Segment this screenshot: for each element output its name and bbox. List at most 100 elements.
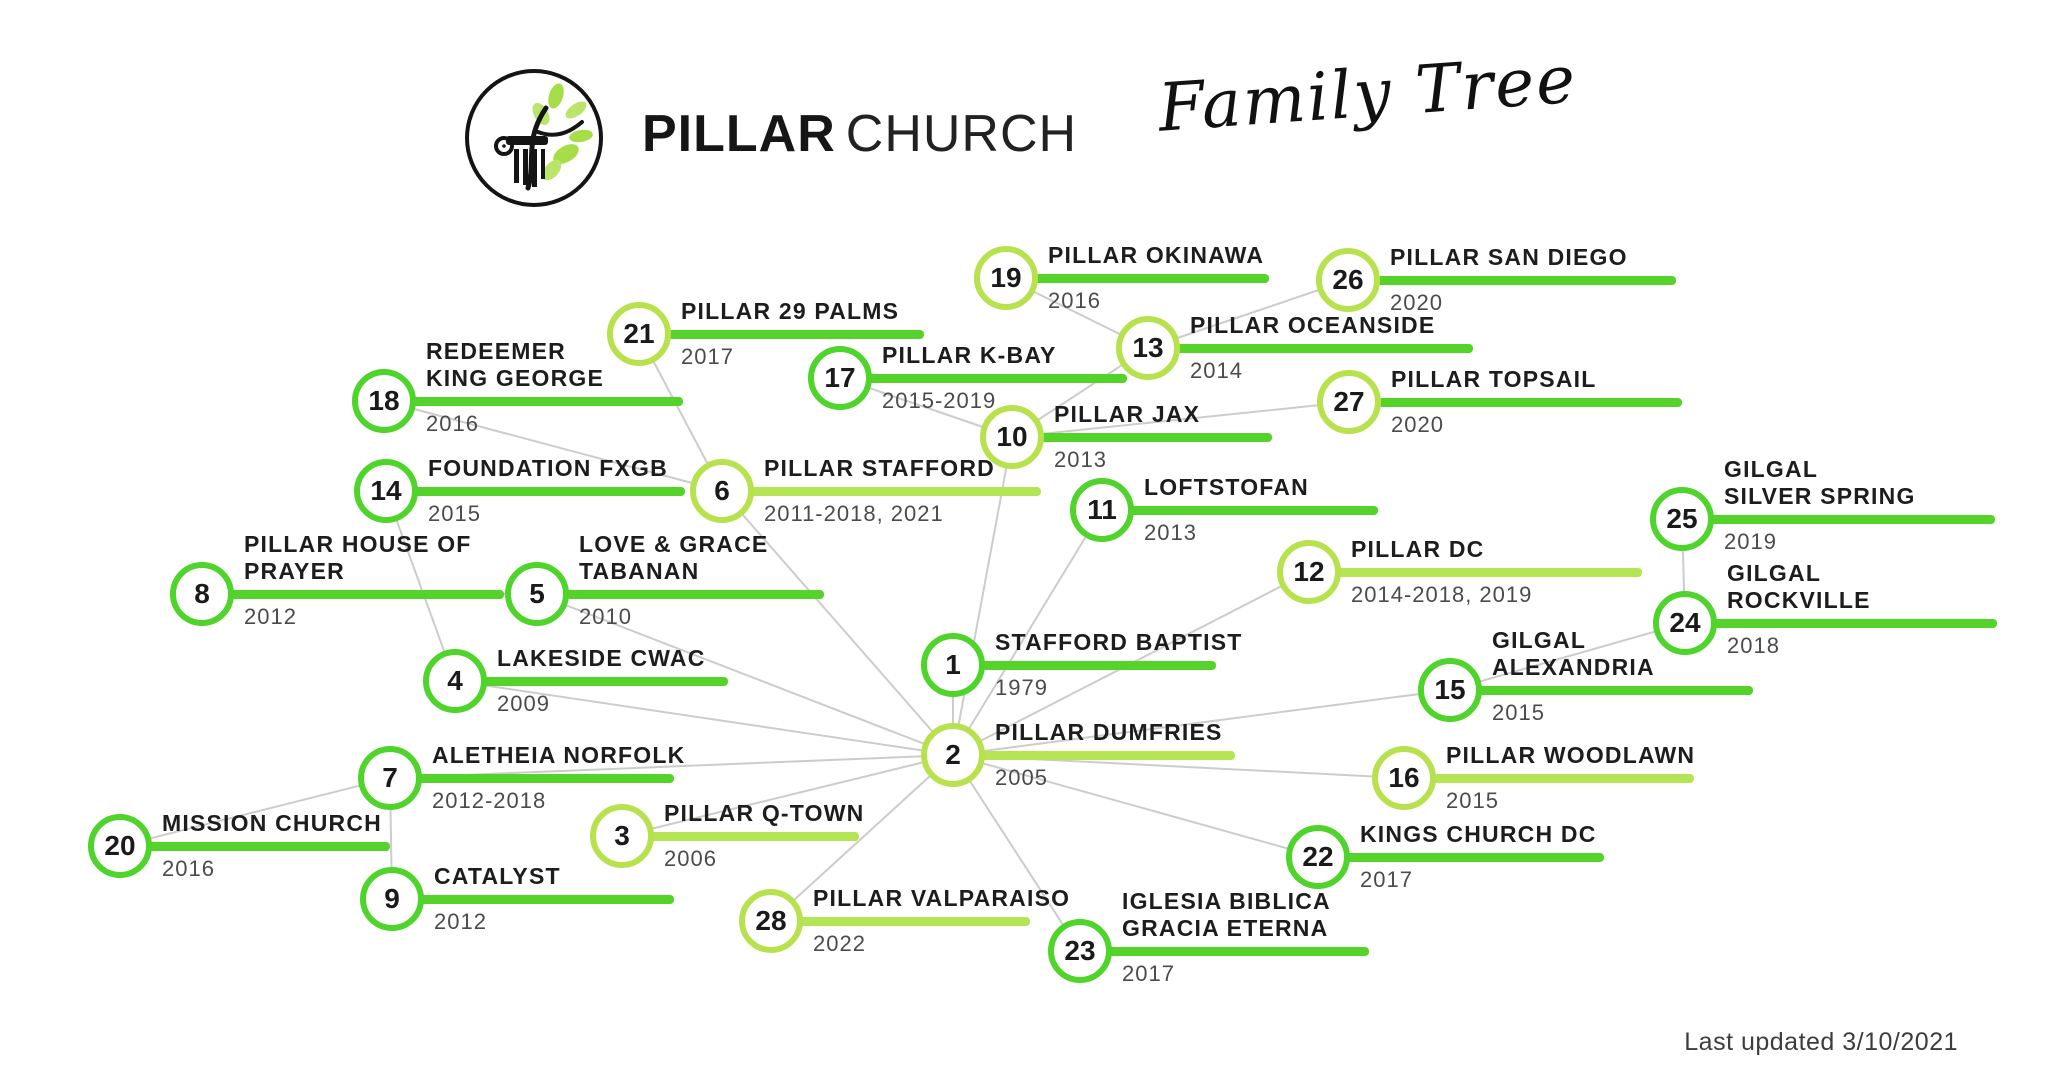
node-circle: 5: [505, 562, 569, 626]
node-number: 7: [382, 762, 398, 793]
node-circle: 17: [808, 346, 872, 410]
connector-line-2-28: [770, 754, 954, 922]
node-underline-bar: [1432, 774, 1694, 783]
node-years: 2013: [1144, 520, 1197, 545]
connector-line-2-11: [952, 509, 1103, 756]
node-church-name: PILLAR Q-TOWN: [664, 800, 865, 826]
node-church-name: PILLAR 29 PALMS: [681, 298, 900, 324]
node-number: 21: [623, 318, 655, 349]
node-church-name: PILLAR VALPARAISO: [813, 885, 1071, 911]
node-church-name: PILLAR DC: [1351, 536, 1485, 562]
node-underline-bar: [148, 842, 390, 851]
node-underline-bar: [750, 487, 1041, 496]
node-underline-bar: [565, 590, 824, 599]
node-circle: 7: [358, 746, 422, 810]
node-years: 2014-2018, 2019: [1351, 582, 1533, 607]
node-underline-bar: [418, 774, 674, 783]
node-years: 2020: [1391, 412, 1444, 437]
node-circle: 20: [88, 814, 152, 878]
brand-title-light: CHURCH: [845, 105, 1078, 163]
node-years: 2022: [813, 931, 866, 956]
node-number: 6: [714, 475, 730, 506]
connector-line-6-18: [383, 400, 723, 492]
node-number: 19: [990, 262, 1022, 293]
node-years: 2006: [664, 846, 717, 871]
node-number: 25: [1666, 503, 1698, 534]
connector-line-15-24: [1449, 622, 1686, 691]
node-underline-bar: [1337, 568, 1642, 577]
connector-line-2-23: [952, 754, 1081, 952]
node-underline-bar: [868, 374, 1127, 383]
node-years: 2016: [162, 856, 215, 881]
node-church-name: LAKESIDE CWAC: [497, 645, 706, 671]
node-church-name: LOFTSTOFAN: [1144, 474, 1309, 500]
node-church-name: PILLAR OCEANSIDE: [1190, 312, 1436, 338]
node-church-name: KINGS CHURCH DC: [1360, 821, 1597, 847]
node-years: 2015: [428, 501, 481, 526]
node-years: 2012-2018: [432, 788, 547, 813]
node-years: 2018: [1727, 633, 1780, 658]
node-underline-bar: [1710, 515, 1995, 524]
node-underline-bar: [799, 917, 1030, 926]
node-years: 2015-2019: [882, 388, 997, 413]
node-church-name: PILLAR STAFFORD: [764, 455, 995, 481]
node-years: 2016: [1048, 288, 1101, 313]
brand-title-bold: PILLAR: [642, 105, 836, 163]
node-years: 2012: [434, 909, 487, 934]
node-circle: 10: [980, 405, 1044, 469]
node-circle: 26: [1316, 248, 1380, 312]
node-number: 13: [1132, 332, 1164, 363]
node-years: 2011-2018, 2021: [764, 501, 944, 526]
node-underline-bar: [1176, 344, 1473, 353]
node-underline-bar: [981, 661, 1216, 670]
node-underline-bar: [414, 487, 685, 496]
node-circle: 22: [1286, 825, 1350, 889]
node-years: 2020: [1390, 290, 1443, 315]
node-circle: 3: [590, 804, 654, 868]
node-years: 2019: [1724, 529, 1777, 554]
node-years: 2005: [995, 765, 1048, 790]
node-circle: 16: [1372, 746, 1436, 810]
node-circle: 8: [170, 562, 234, 626]
node-years: 2009: [497, 691, 550, 716]
node-underline-bar: [1478, 686, 1753, 695]
node-underline-bar: [483, 677, 728, 686]
node-circle: 28: [739, 889, 803, 953]
node-circle: 23: [1048, 919, 1112, 983]
node-years: 2012: [244, 604, 297, 629]
node-years: 1979: [995, 675, 1048, 700]
node-number: 15: [1434, 674, 1466, 705]
node-number: 1: [945, 649, 961, 680]
node-years: 2016: [426, 411, 479, 436]
node-years: 2013: [1054, 447, 1107, 472]
node-circle: 18: [352, 369, 416, 433]
node-underline-bar: [667, 330, 924, 339]
node-years: 2017: [681, 344, 734, 369]
node-circle: 24: [1653, 591, 1717, 655]
node-underline-bar: [412, 397, 683, 406]
node-circle: 27: [1317, 370, 1381, 434]
node-number: 5: [529, 578, 545, 609]
node-number: 10: [996, 421, 1028, 452]
node-circle: 2: [921, 723, 985, 787]
node-number: 23: [1064, 935, 1096, 966]
connector-line-4-14: [385, 490, 456, 682]
node-underline-bar: [1346, 853, 1604, 862]
node-number: 9: [384, 883, 400, 914]
node-church-name: PILLAR JAX: [1054, 401, 1201, 427]
node-underline-bar: [1130, 506, 1378, 515]
connector-line-2-6: [721, 490, 954, 756]
node-years: 2015: [1492, 700, 1545, 725]
node-number: 2: [945, 739, 961, 770]
node-church-name: PILLAR OKINAWA: [1048, 242, 1265, 268]
node-circle: 1: [921, 633, 985, 697]
connector-line-2-15: [952, 689, 1451, 756]
node-number: 4: [447, 665, 463, 696]
node-underline-bar: [1040, 433, 1272, 442]
node-circle: 11: [1070, 478, 1134, 542]
node-circle: 9: [360, 867, 424, 931]
